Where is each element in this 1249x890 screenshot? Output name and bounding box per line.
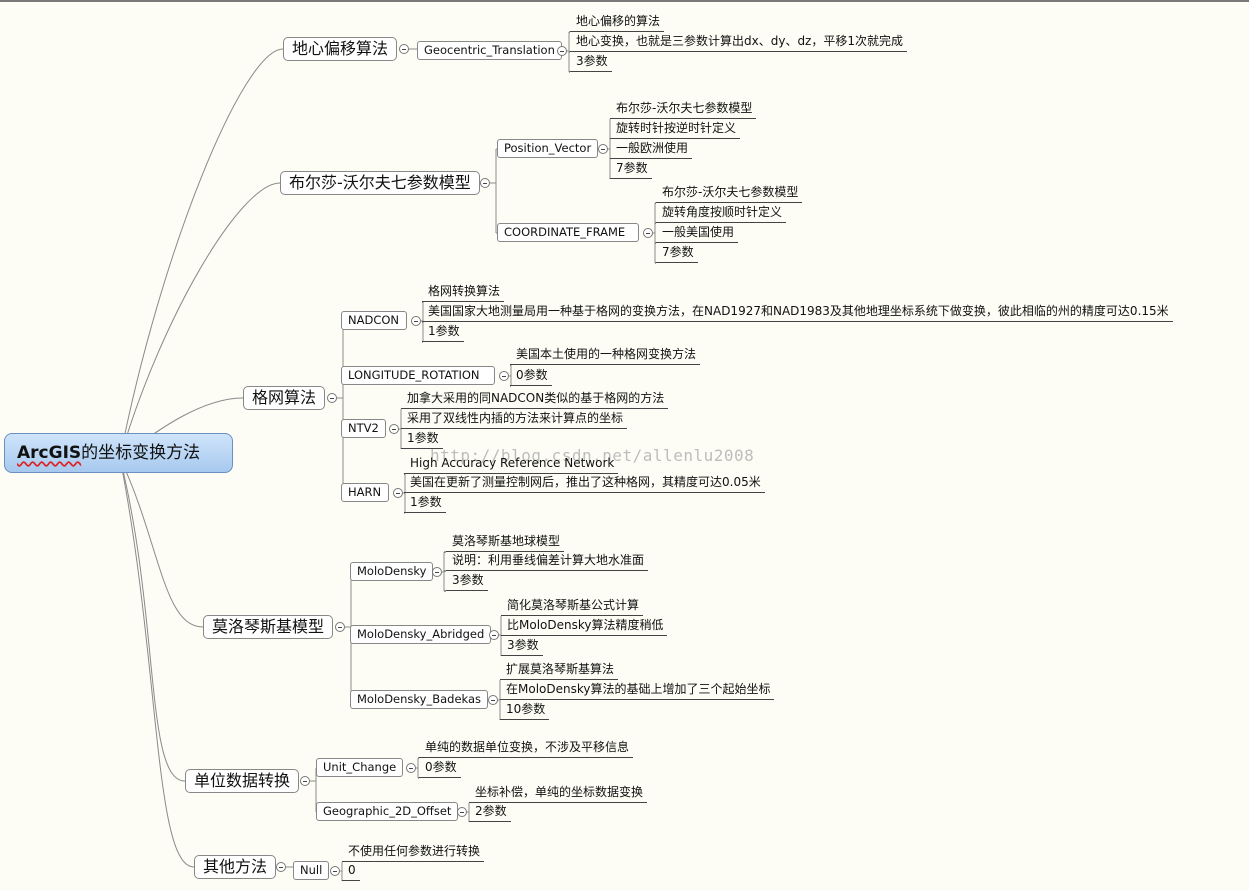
branch-node[interactable]: 布尔莎-沃尔夫七参数模型 <box>280 171 480 195</box>
leaf-node[interactable]: 布尔莎-沃尔夫七参数模型 <box>656 184 803 203</box>
collapse-toggle-icon[interactable] <box>411 316 421 326</box>
leaf-node[interactable]: 比MoloDensky算法精度稍低 <box>501 617 668 636</box>
branch-node[interactable]: 单位数据转换 <box>185 769 300 793</box>
leaf-node[interactable]: 坐标补偿，单纯的坐标数据变换 <box>469 784 648 803</box>
sub-node[interactable]: NTV2 <box>341 419 386 438</box>
leaf-node[interactable]: 7参数 <box>656 244 698 263</box>
leaf-node[interactable]: 单纯的数据单位变换，不涉及平移信息 <box>419 739 634 758</box>
connector-curve <box>119 457 186 782</box>
collapse-toggle-icon[interactable] <box>276 862 286 872</box>
leaf-node[interactable]: 0 <box>342 862 360 881</box>
collapse-toggle-icon[interactable] <box>389 424 399 434</box>
root-brand: ArcGIS <box>17 443 82 463</box>
collapse-toggle-icon[interactable] <box>393 488 403 498</box>
leaf-node[interactable]: 1参数 <box>404 494 446 513</box>
root-title: 的坐标变换方法 <box>81 443 201 463</box>
leaf-node[interactable]: 3参数 <box>570 53 612 72</box>
collapse-toggle-icon[interactable] <box>488 695 498 705</box>
collapse-toggle-icon[interactable] <box>406 763 416 773</box>
branch-node[interactable]: 地心偏移算法 <box>283 37 398 61</box>
leaf-node[interactable]: 地心偏移的算法 <box>570 13 665 32</box>
collapse-toggle-icon[interactable] <box>335 622 345 632</box>
leaf-node[interactable]: 3参数 <box>501 637 543 656</box>
collapse-toggle-icon[interactable] <box>300 776 310 786</box>
leaf-node[interactable]: 格网转换算法 <box>422 283 505 302</box>
leaf-node[interactable]: 莫洛琴斯基地球模型 <box>446 533 565 552</box>
sub-node[interactable]: MoloDensky_Abridged <box>350 625 492 644</box>
sub-node[interactable]: Position_Vector <box>497 139 599 158</box>
leaf-node[interactable]: 扩展莫洛琴斯基算法 <box>500 661 619 680</box>
collapse-toggle-icon[interactable] <box>489 630 499 640</box>
leaf-node[interactable]: High Accuracy Reference Network <box>404 455 619 474</box>
leaf-node[interactable]: 一般欧洲使用 <box>610 140 693 159</box>
branch-node[interactable]: 其他方法 <box>194 855 277 879</box>
root-node[interactable]: ArcGIS的坐标变换方法 <box>4 433 233 473</box>
leaf-node[interactable]: 一般美国使用 <box>656 224 739 243</box>
leaf-node[interactable]: 不使用任何参数进行转换 <box>342 843 485 862</box>
connector-curve <box>119 182 281 459</box>
collapse-toggle-icon[interactable] <box>327 393 337 403</box>
leaf-node[interactable]: 1参数 <box>401 430 443 449</box>
sub-node[interactable]: LONGITUDE_ROTATION <box>341 366 495 385</box>
sub-node[interactable]: HARN <box>341 483 389 502</box>
leaf-node[interactable]: 在MoloDensky算法的基础上增加了三个起始坐标 <box>500 681 775 700</box>
sub-node[interactable]: Geographic_2D_Offset <box>316 802 459 821</box>
watermark: http://blog.csdn.net/allenlu2008 <box>430 446 755 465</box>
collapse-toggle-icon[interactable] <box>499 371 509 381</box>
collapse-toggle-icon[interactable] <box>598 144 608 154</box>
leaf-node[interactable]: 采用了双线性内插的方法来计算点的坐标 <box>401 410 628 429</box>
leaf-node[interactable]: 美国在更新了测量控制网后，推出了这种格网，其精度可达0.05米 <box>404 474 765 493</box>
sub-node[interactable]: NADCON <box>341 311 407 330</box>
collapse-toggle-icon[interactable] <box>399 44 409 54</box>
sub-node[interactable]: MoloDensky <box>350 562 434 581</box>
branch-node[interactable]: 莫洛琴斯基模型 <box>203 615 334 639</box>
leaf-node[interactable]: 旋转时针按逆时针定义 <box>610 120 741 139</box>
sub-node[interactable]: COORDINATE_FRAME <box>497 223 639 242</box>
leaf-node[interactable]: 2参数 <box>469 803 511 822</box>
collapse-toggle-icon[interactable] <box>480 178 490 188</box>
branch-node[interactable]: 格网算法 <box>243 386 326 410</box>
collapse-toggle-icon[interactable] <box>457 807 467 817</box>
sub-node[interactable]: Geocentric_Translation <box>417 41 562 60</box>
collapse-toggle-icon[interactable] <box>330 866 340 876</box>
leaf-node[interactable]: 10参数 <box>500 701 550 720</box>
leaf-node[interactable]: 3参数 <box>446 572 488 591</box>
leaf-node[interactable]: 旋转角度按顺时针定义 <box>656 204 787 223</box>
leaf-node[interactable]: 简化莫洛琴斯基公式计算 <box>501 597 644 616</box>
collapse-toggle-icon[interactable] <box>432 567 442 577</box>
top-border <box>0 0 1249 2</box>
leaf-node[interactable]: 布尔莎-沃尔夫七参数模型 <box>610 100 757 119</box>
leaf-node[interactable]: 7参数 <box>610 160 652 179</box>
collapse-toggle-icon[interactable] <box>557 46 567 56</box>
leaf-node[interactable]: 0参数 <box>510 367 552 386</box>
connector-curve <box>119 457 204 628</box>
connector-curve <box>119 457 195 868</box>
leaf-node[interactable]: 0参数 <box>419 759 461 778</box>
leaf-node[interactable]: 地心变换，也就是三参数计算出dx、dy、dz，平移1次就完成 <box>570 33 907 52</box>
sub-node[interactable]: MoloDensky_Badekas <box>350 690 489 709</box>
leaf-node[interactable]: 1参数 <box>422 323 464 342</box>
leaf-node[interactable]: 说明：利用垂线偏差计算大地水准面 <box>446 552 649 571</box>
leaf-node[interactable]: 美国国家大地测量局用一种基于格网的变换方法，在NAD1927和NAD1983及其… <box>422 303 1173 322</box>
connector-curve <box>119 48 284 459</box>
sub-node[interactable]: Null <box>293 861 330 880</box>
leaf-node[interactable]: 美国本土使用的一种格网变换方法 <box>510 346 701 365</box>
leaf-node[interactable]: 加拿大采用的同NADCON类似的基于格网的方法 <box>401 390 669 409</box>
sub-node[interactable]: Unit_Change <box>316 758 404 777</box>
collapse-toggle-icon[interactable] <box>643 228 653 238</box>
